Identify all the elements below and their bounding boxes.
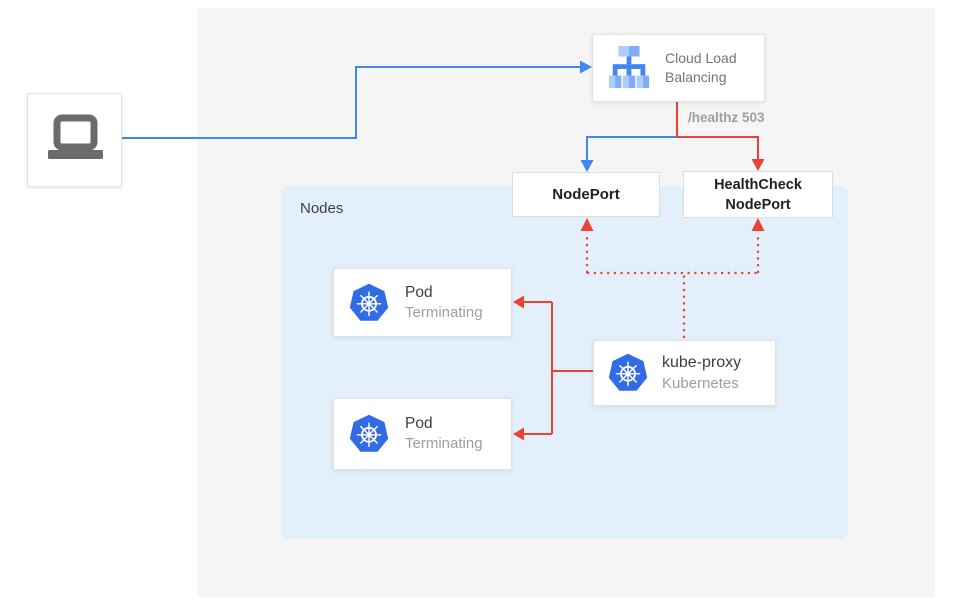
cloud-load-balancing-icon (608, 46, 650, 89)
laptop-icon (47, 114, 103, 159)
kubernetes-icon (608, 353, 648, 393)
nodes-group-label: Nodes (300, 200, 344, 217)
kubernetes-icon (349, 414, 389, 454)
kube-proxy-subtitle: Kubernetes (662, 374, 739, 392)
nodeport-card: NodePort (512, 172, 660, 217)
healthcheck-nodeport-card: HealthCheck NodePort (683, 171, 833, 218)
kube-proxy-card: kube-proxy Kubernetes (593, 340, 776, 406)
pod-status: Terminating (405, 435, 483, 453)
pod-title: Pod (405, 283, 433, 301)
client-device-card (27, 93, 122, 187)
cloud-load-balancing-card: Cloud Load Balancing (592, 34, 765, 102)
pod-status: Terminating (405, 303, 483, 321)
pod-card: Pod Terminating (333, 268, 512, 337)
healthcheck-nodeport-label-line1: HealthCheck (714, 176, 802, 193)
pod-title: Pod (405, 415, 433, 433)
healthcheck-nodeport-label-line2: NodePort (725, 196, 791, 213)
healthz-status-label: /healthz 503 (688, 110, 765, 125)
nodeport-label: NodePort (552, 186, 620, 203)
cloud-load-balancing-label: Cloud Load Balancing (665, 50, 737, 85)
kubernetes-icon (349, 283, 389, 323)
kube-proxy-title: kube-proxy (662, 354, 742, 372)
pod-card: Pod Terminating (333, 398, 512, 470)
